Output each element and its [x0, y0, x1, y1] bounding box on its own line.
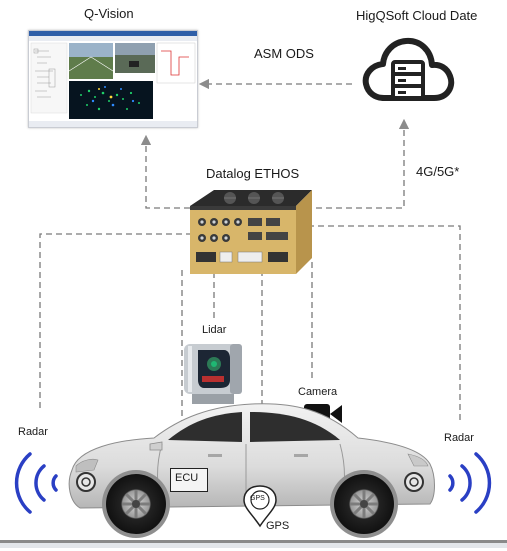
camera-label: Camera — [298, 386, 338, 398]
radar-left-connector — [39, 233, 192, 412]
gps-pin-label: GPS — [250, 495, 265, 502]
asm-ods-label: ASM ODS — [254, 46, 314, 61]
ecu-box — [170, 468, 208, 492]
car-image — [68, 403, 435, 538]
gps-label: GPS — [266, 520, 290, 532]
lidar-label: Lidar — [202, 324, 227, 336]
radar-left-label: Radar — [18, 426, 48, 438]
cloud-server-icon — [362, 37, 455, 101]
gps-pin-icon — [243, 485, 277, 528]
cloud-label: HigQSoft Cloud Date — [356, 8, 478, 23]
radar-right-connector — [308, 225, 461, 420]
ground-shadow — [0, 543, 507, 548]
datalog-label: Datalog ETHOS — [206, 166, 300, 181]
ground-line — [0, 540, 507, 543]
qvision-label: Q-Vision — [84, 6, 134, 21]
network-label: 4G/5G* — [416, 164, 460, 179]
logger-to-cloud-connector — [316, 118, 410, 209]
qvision-screenshot — [28, 30, 198, 128]
ecu-label: ECU — [175, 472, 199, 484]
radar-left-waves — [14, 452, 58, 514]
radar-right-waves — [448, 452, 492, 514]
lidar-sensor — [184, 344, 242, 404]
logger-to-qvision-connector — [140, 134, 190, 209]
datalog-ethos-device — [190, 190, 312, 274]
radar-right-label: Radar — [444, 432, 474, 444]
